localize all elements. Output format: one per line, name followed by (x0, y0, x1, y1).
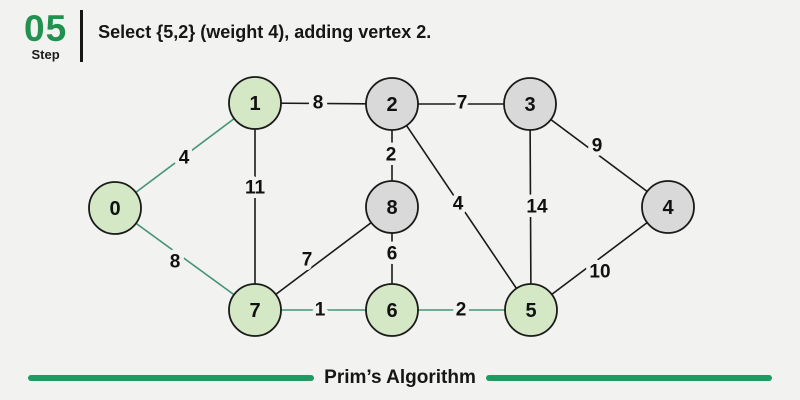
edge-weight-label-1-7: 11 (245, 178, 266, 199)
edge-weight-label-0-1: 4 (179, 148, 190, 169)
step-description: Select {5,2} (weight 4), adding vertex 2… (98, 21, 432, 42)
step-number: 05 (24, 7, 68, 49)
edge-weight-label-2-3: 7 (457, 93, 468, 114)
header-divider (80, 10, 84, 62)
graph-edge-7-8 (254, 206, 393, 311)
graph-edge-0-1 (114, 102, 256, 209)
graph-node-4 (641, 180, 695, 234)
node-label-7: 7 (249, 300, 260, 322)
graph-node-6 (365, 283, 419, 337)
node-label-4: 4 (662, 197, 674, 219)
edge-weight-label-1-2: 8 (313, 93, 324, 114)
graph-node-5 (504, 283, 558, 337)
graph-edge-4-5 (530, 206, 669, 311)
step-header: 05 Step Select {5,2} (weight 4), adding … (24, 10, 431, 62)
graph-node-7 (228, 283, 282, 337)
step-label: Step (31, 47, 60, 63)
edge-weight-label-7-8: 7 (302, 250, 313, 271)
edge-weight-label-3-4: 9 (592, 136, 603, 157)
footer-rule-right (485, 375, 773, 381)
graph-edge-0-7 (114, 207, 256, 311)
graph-node-1 (228, 76, 282, 130)
edge-weight-label-4-5: 10 (589, 262, 610, 283)
node-label-2: 2 (386, 94, 397, 116)
step-indicator: 05 Step (24, 7, 68, 63)
edge-weight-label-0-7: 8 (170, 252, 181, 273)
graph-node-3 (503, 77, 557, 131)
footer: Prim’s Algorithm (0, 367, 800, 389)
graph-node-8 (365, 180, 419, 234)
graph-edge-3-5 (529, 103, 532, 311)
edge-weight-label-6-8: 6 (387, 244, 398, 265)
edge-weight-label-6-7: 1 (315, 300, 326, 321)
graph-edge-2-5 (391, 103, 532, 311)
node-label-5: 5 (525, 300, 536, 322)
node-label-3: 3 (524, 94, 535, 116)
graph-edge-3-4 (529, 103, 669, 208)
edge-weight-label-3-5: 14 (526, 197, 548, 218)
edge-weight-label-5-6: 2 (456, 300, 467, 321)
node-label-0: 0 (109, 198, 120, 220)
footer-title: Prim’s Algorithm (324, 367, 476, 388)
edge-weight-label-2-8: 2 (386, 145, 397, 166)
node-label-6: 6 (386, 300, 397, 322)
graph-node-2 (365, 77, 419, 131)
edge-weight-label-2-5: 4 (453, 194, 464, 215)
footer-rule-left (28, 375, 315, 381)
node-label-1: 1 (249, 93, 260, 115)
graph-node-0 (88, 181, 142, 235)
node-label-8: 8 (386, 197, 397, 219)
